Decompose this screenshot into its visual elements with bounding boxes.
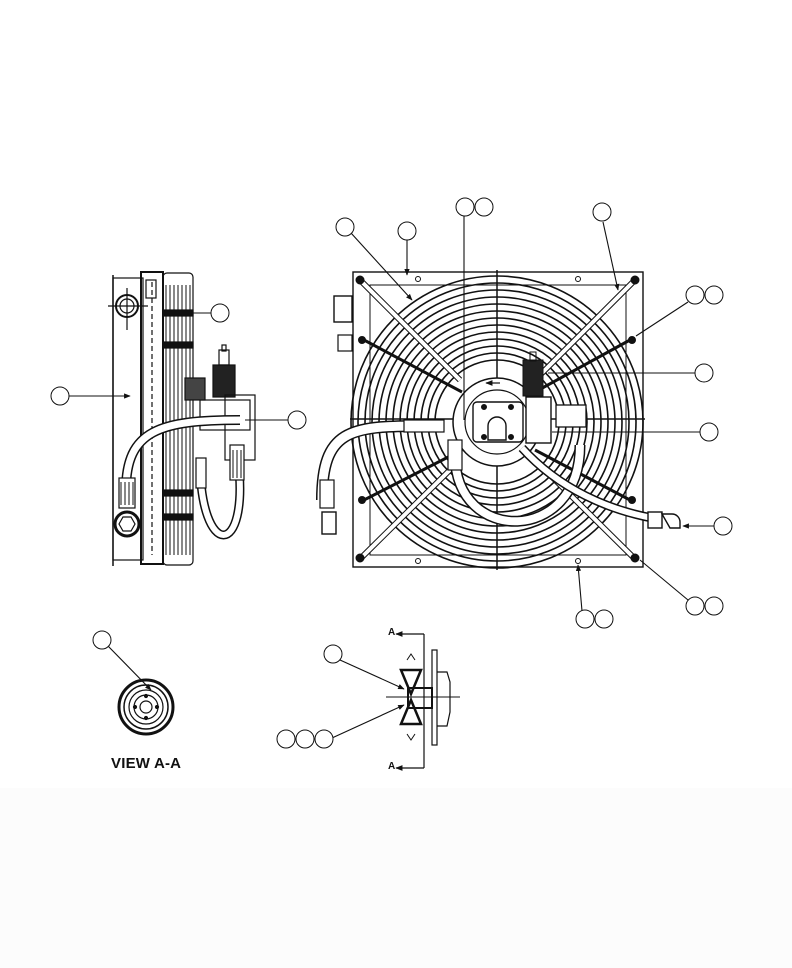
front-view <box>316 270 681 570</box>
section-marker-bottom: A <box>388 761 396 772</box>
side-view <box>108 271 256 566</box>
callout-leaders <box>69 216 714 739</box>
callout-bubble <box>685 596 705 616</box>
callout-bubble <box>50 386 70 406</box>
callout-bubble <box>335 217 355 237</box>
section-marker-top: A <box>388 627 396 638</box>
section-detail-drawing <box>386 631 460 771</box>
view-aa-label: VIEW A-A <box>111 755 182 772</box>
callout-bubble <box>92 630 112 650</box>
lower-background-band <box>0 788 792 968</box>
callout-bubble <box>694 363 714 383</box>
callout-bubble <box>323 644 343 664</box>
callout-bubble <box>704 285 724 305</box>
callout-bubbles <box>50 197 733 749</box>
callout-bubble <box>699 422 719 442</box>
callout-bubble <box>713 516 733 536</box>
callout-bubble <box>575 609 595 629</box>
callout-bubble <box>685 285 705 305</box>
callout-bubble <box>276 729 296 749</box>
callout-bubble <box>594 609 614 629</box>
callout-bubble <box>592 202 612 222</box>
view-aa-drawing <box>117 678 175 736</box>
callout-bubble <box>455 197 475 217</box>
callout-bubble <box>314 729 334 749</box>
callout-bubble <box>704 596 724 616</box>
callout-bubble <box>295 729 315 749</box>
callout-bubble <box>210 303 230 323</box>
callout-bubble <box>397 221 417 241</box>
callout-bubble <box>287 410 307 430</box>
callout-bubble <box>474 197 494 217</box>
